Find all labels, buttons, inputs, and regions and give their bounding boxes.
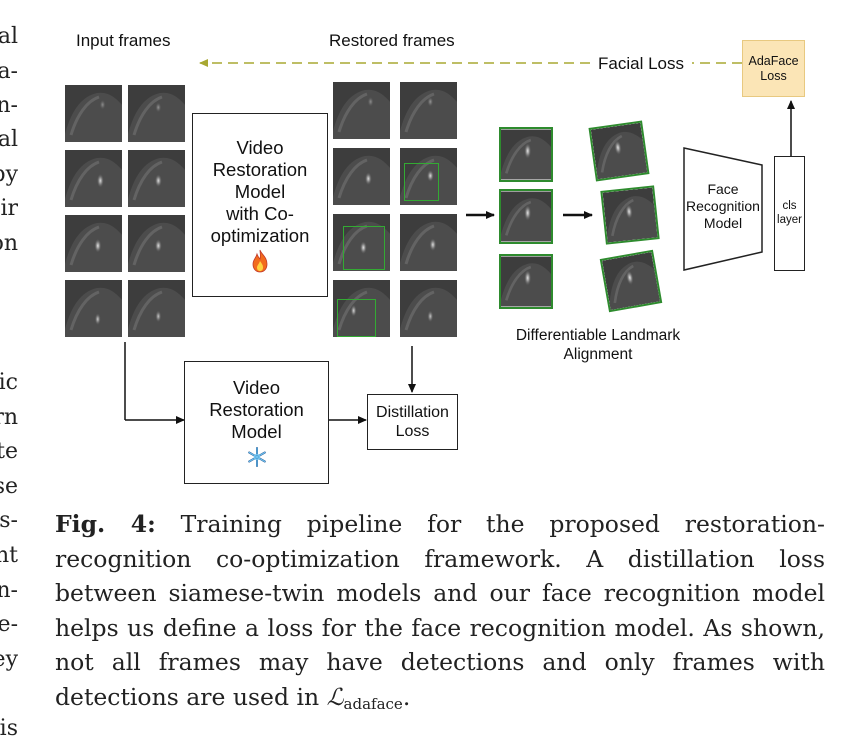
fragment: is (0, 716, 18, 741)
fragment: ey (0, 647, 18, 672)
fragment: al (0, 127, 18, 152)
cropped-face (499, 127, 553, 182)
fragment: nt (0, 543, 18, 568)
aligned-face (588, 120, 650, 182)
video-restoration-coopt-text: Video Restoration Model with Co- optimiz… (210, 136, 310, 247)
fire-icon (252, 250, 268, 273)
fragment: rn (0, 405, 18, 430)
fragment: s- (0, 508, 18, 533)
fragment: n- (0, 578, 18, 603)
cls-layer-text: cls layer (777, 199, 802, 226)
facial-loss-label: Facial Loss (598, 54, 684, 73)
input-frame (128, 280, 185, 337)
input-frames-label: Input frames (76, 31, 171, 50)
figure-number: Fig. 4: (55, 510, 156, 538)
fragment: on (0, 231, 18, 256)
fragment: ic (0, 370, 18, 395)
cls-layer-box: cls layer (774, 156, 805, 271)
figure-arrows (124, 59, 795, 424)
distillation-loss-box: Distillation Loss (367, 394, 458, 450)
restored-frame (333, 82, 390, 139)
input-frame (128, 150, 185, 207)
restored-frame (400, 280, 457, 337)
fragment: by (0, 162, 18, 187)
detection-box (343, 226, 385, 270)
left-column-fragments: al a- n- al by ir on ic rn te se s- nt n… (0, 0, 18, 746)
fragment: a- (0, 59, 18, 84)
fragment: n- (0, 93, 18, 118)
snowflake-icon (247, 447, 266, 468)
video-restoration-frozen-text: Video Restoration Model (209, 376, 304, 443)
pipeline-figure: Input frames Restored frames Facial Loss… (65, 31, 805, 484)
aligned-face (599, 249, 663, 313)
restored-frame (400, 148, 457, 205)
restored-frame (333, 214, 390, 271)
video-restoration-frozen-box: Video Restoration Model (184, 361, 329, 484)
caption-text: Training pipeline for the proposed resto… (55, 510, 825, 711)
restored-frames-label: Restored frames (329, 31, 455, 50)
face-recognition-shape (683, 147, 763, 271)
fragment: te (0, 439, 18, 464)
video-restoration-coopt-box: Video Restoration Model with Co- optimiz… (192, 113, 328, 297)
input-frame (65, 280, 122, 337)
cropped-face (499, 254, 553, 309)
input-frame (65, 215, 122, 272)
landmark-alignment-label: Differentiable Landmark Alignment (515, 327, 681, 364)
distillation-loss-text: Distillation Loss (376, 403, 449, 440)
fragment: se (0, 474, 18, 499)
fragment: ir (0, 196, 18, 221)
detection-box (337, 299, 376, 337)
aligned-face (600, 185, 660, 245)
figure-caption: Fig. 4: Training pipeline for the propos… (55, 510, 825, 713)
detection-box (404, 163, 439, 201)
input-frame (128, 85, 185, 142)
input-frame (128, 215, 185, 272)
adaface-loss-text: AdaFace Loss (748, 53, 799, 83)
adaface-loss-box: AdaFace Loss (742, 40, 805, 97)
restored-frame (400, 214, 457, 271)
fragment: e- (0, 612, 18, 637)
input-frame (65, 85, 122, 142)
input-frame (65, 150, 122, 207)
restored-frame (333, 148, 390, 205)
fragment: al (0, 24, 18, 49)
cropped-face (499, 189, 553, 244)
restored-frame (400, 82, 457, 139)
adaface-loss-symbol: ℒadaface (326, 682, 403, 713)
face-recognition-label: Face Recognition Model (686, 181, 760, 231)
